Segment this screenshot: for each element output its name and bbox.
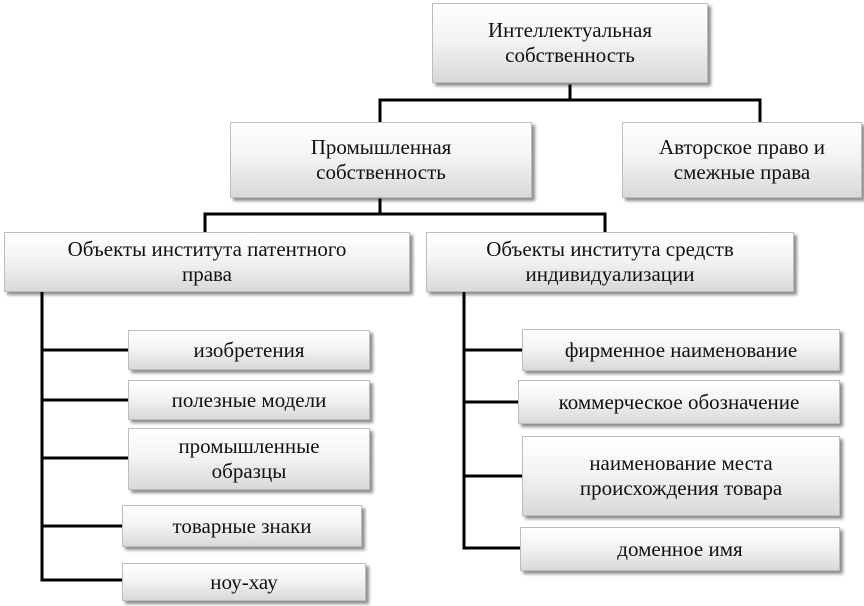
node-patent-law-objects: Объекты института патентного права bbox=[4, 232, 410, 292]
node-industrial-property: Промышленная собственность bbox=[230, 122, 532, 198]
node-copyright: Авторское право и смежные права bbox=[622, 122, 862, 198]
node-intellectual-property: Интеллектуальная собственность bbox=[432, 3, 708, 83]
item-know-how: ноу-хау bbox=[122, 563, 366, 601]
item-inventions: изобретения bbox=[128, 330, 370, 370]
item-utility-models: полезные модели bbox=[128, 380, 370, 420]
item-company-name: фирменное наименование bbox=[522, 329, 840, 371]
item-appellation-of-origin: наименование места происхождения товара bbox=[522, 436, 840, 516]
node-individualization-objects: Объекты института средств индивидуализац… bbox=[426, 232, 794, 292]
item-trademarks: товарные знаки bbox=[122, 505, 362, 547]
item-domain-name: доменное имя bbox=[520, 527, 840, 571]
item-commercial-designation: коммерческое обозначение bbox=[518, 380, 840, 424]
item-industrial-designs: промышленные образцы bbox=[128, 428, 370, 490]
